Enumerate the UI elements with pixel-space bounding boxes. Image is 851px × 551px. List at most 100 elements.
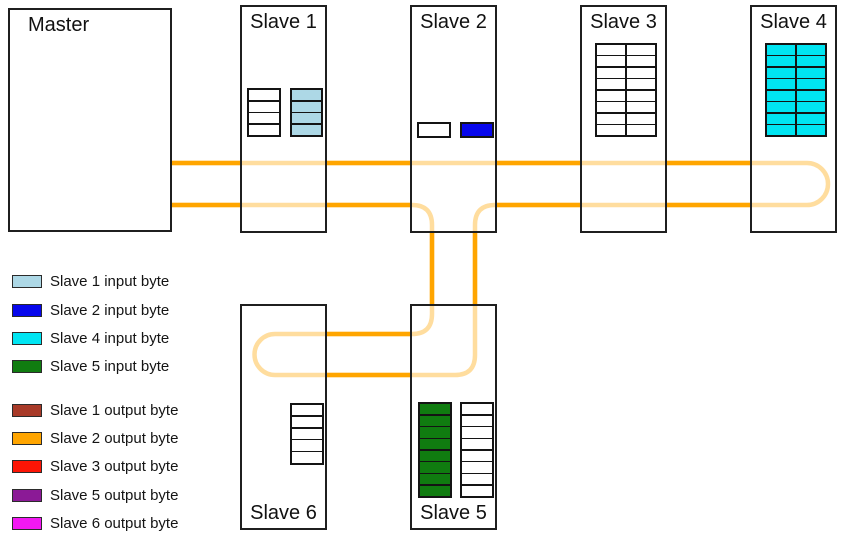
legend-swatch xyxy=(12,459,42,473)
legend-label: Slave 1 input byte xyxy=(50,273,170,290)
byte-cell xyxy=(767,113,796,124)
byte-cell xyxy=(292,90,321,101)
legend-swatch xyxy=(12,331,42,345)
node-label-slave2: Slave 2 xyxy=(420,11,487,33)
node-slave4 xyxy=(750,5,837,233)
byte-cell xyxy=(292,428,322,439)
node-label-master: Master xyxy=(28,14,90,36)
slave1-bytes-left xyxy=(247,88,281,137)
slave2-input-byte xyxy=(460,122,494,138)
byte-cell xyxy=(462,462,492,473)
node-fill-master xyxy=(8,8,172,232)
byte-cell xyxy=(626,113,655,124)
byte-cell xyxy=(462,124,492,136)
byte-cell xyxy=(420,450,450,461)
byte-cell xyxy=(419,124,449,136)
slave3-bytes xyxy=(595,43,657,137)
byte-cell xyxy=(462,485,492,496)
legend-label: Slave 2 input byte xyxy=(50,302,170,319)
slave2-byte-left xyxy=(417,122,451,138)
legend-label: Slave 3 output byte xyxy=(50,458,179,475)
node-slave1 xyxy=(240,5,327,233)
byte-cell xyxy=(796,79,825,90)
byte-cell xyxy=(796,56,825,67)
node-label-slave4: Slave 4 xyxy=(760,11,827,33)
byte-cell xyxy=(462,404,492,415)
slave6-bytes xyxy=(290,403,324,465)
byte-cell xyxy=(767,102,796,113)
slave1-input-bytes xyxy=(290,88,323,137)
slave5-input-bytes xyxy=(418,402,452,498)
legend-swatch xyxy=(12,431,42,445)
byte-cell xyxy=(626,45,655,55)
node-slave2 xyxy=(410,5,497,233)
byte-cell xyxy=(796,102,825,113)
byte-cell xyxy=(626,67,655,78)
legend-label: Slave 5 output byte xyxy=(50,487,179,504)
byte-cell xyxy=(292,113,321,124)
node-label-slave3: Slave 3 xyxy=(590,11,657,33)
byte-cell xyxy=(292,452,322,463)
legend-label: Slave 5 input byte xyxy=(50,358,170,375)
legend-swatch xyxy=(12,516,42,530)
byte-cell xyxy=(767,79,796,90)
byte-cell xyxy=(626,56,655,67)
byte-cell xyxy=(292,101,321,112)
byte-cell xyxy=(249,101,279,112)
byte-cell xyxy=(462,427,492,438)
byte-cell xyxy=(420,439,450,450)
byte-cell xyxy=(249,124,279,135)
legend-swatch xyxy=(12,274,42,288)
byte-cell xyxy=(597,56,626,67)
byte-cell xyxy=(249,113,279,124)
legend-label: Slave 1 output byte xyxy=(50,402,179,419)
byte-cell xyxy=(626,90,655,101)
byte-cell xyxy=(796,113,825,124)
byte-cell xyxy=(767,45,796,55)
byte-cell xyxy=(767,90,796,101)
legend-swatch xyxy=(12,488,42,502)
byte-cell xyxy=(420,462,450,473)
legend-swatch xyxy=(12,303,42,317)
byte-cell xyxy=(597,125,626,135)
byte-cell xyxy=(420,415,450,426)
byte-cell xyxy=(420,474,450,485)
byte-cell xyxy=(796,45,825,55)
legend-swatch xyxy=(12,403,42,417)
node-label-slave1: Slave 1 xyxy=(250,11,317,33)
byte-cell xyxy=(292,416,322,428)
byte-cell xyxy=(796,67,825,78)
legend-label: Slave 6 output byte xyxy=(50,515,179,532)
slave5-bytes-right xyxy=(460,402,494,498)
byte-cell xyxy=(767,125,796,135)
byte-cell xyxy=(462,450,492,461)
node-master xyxy=(8,8,172,232)
node-label-slave6: Slave 6 xyxy=(250,502,317,524)
byte-cell xyxy=(796,90,825,101)
node-slave3 xyxy=(580,5,667,233)
byte-cell xyxy=(249,90,279,101)
byte-cell xyxy=(597,102,626,113)
byte-cell xyxy=(597,113,626,124)
byte-cell xyxy=(597,45,626,55)
byte-cell xyxy=(420,404,450,415)
legend-label: Slave 2 output byte xyxy=(50,430,179,447)
byte-cell xyxy=(292,440,322,451)
byte-cell xyxy=(420,485,450,496)
byte-cell xyxy=(796,125,825,135)
byte-cell xyxy=(292,405,322,416)
slave4-input-bytes xyxy=(765,43,827,137)
node-slave6 xyxy=(240,304,327,530)
byte-cell xyxy=(626,102,655,113)
byte-cell xyxy=(626,79,655,90)
node-slave5 xyxy=(410,304,497,530)
legend-label: Slave 4 input byte xyxy=(50,330,170,347)
byte-cell xyxy=(767,56,796,67)
byte-cell xyxy=(597,90,626,101)
byte-cell xyxy=(420,427,450,438)
byte-cell xyxy=(767,67,796,78)
byte-cell xyxy=(462,474,492,485)
byte-cell xyxy=(462,415,492,426)
byte-cell xyxy=(462,439,492,450)
